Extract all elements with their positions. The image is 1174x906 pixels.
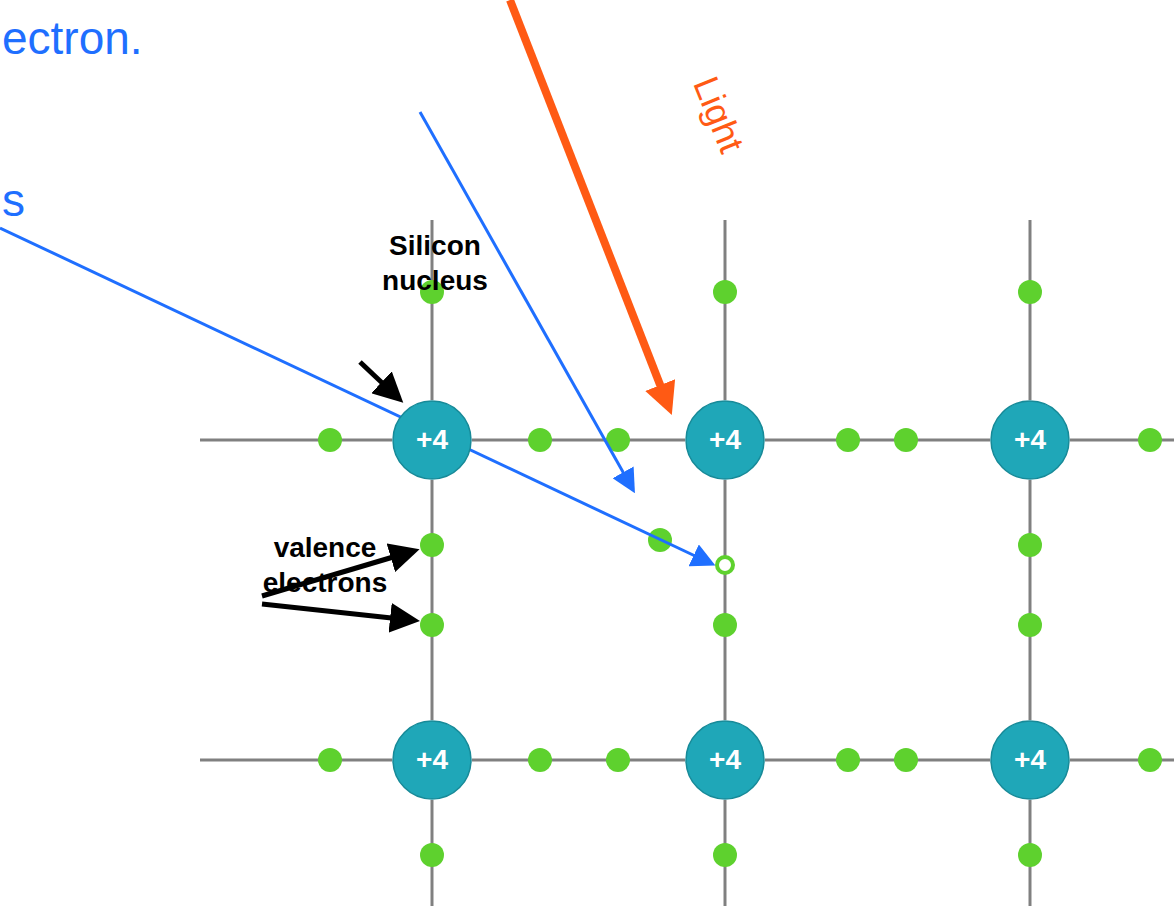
bond-stub [200, 759, 392, 762]
covalent-bond [431, 480, 434, 720]
bond-stub [200, 439, 392, 442]
bond-stub [1029, 220, 1032, 400]
bond-stub [724, 220, 727, 400]
silicon-nucleus: +4 [990, 400, 1070, 480]
covalent-bond [472, 439, 685, 442]
charge-label: +4 [416, 424, 448, 456]
part-label: Silicon nucleus [355, 228, 515, 298]
covalent-bond [765, 759, 990, 762]
covalent-bond [765, 439, 990, 442]
callout-text: s [2, 172, 25, 230]
silicon-nucleus: +4 [685, 400, 765, 480]
covalent-bond [724, 480, 727, 720]
leader-arrow [262, 604, 410, 620]
charge-label: +4 [709, 424, 741, 456]
covalent-bond [472, 759, 685, 762]
callout-text: ectron. [2, 10, 143, 68]
charge-label: +4 [416, 744, 448, 776]
electron-dots [318, 280, 1162, 867]
silicon-nucleus: +4 [392, 720, 472, 800]
silicon-nucleus: +4 [990, 720, 1070, 800]
charge-label: +4 [1014, 744, 1046, 776]
hole [717, 557, 733, 573]
light-label: Light [684, 70, 755, 159]
silicon-nucleus: +4 [685, 720, 765, 800]
light-arrow [510, 0, 666, 400]
part-label: valence electrons [240, 530, 410, 600]
covalent-bond [1029, 480, 1032, 720]
charge-label: +4 [1014, 424, 1046, 456]
charge-label: +4 [709, 744, 741, 776]
callout-line [0, 228, 710, 563]
silicon-nucleus: +4 [392, 400, 472, 480]
leader-arrow [360, 362, 396, 396]
